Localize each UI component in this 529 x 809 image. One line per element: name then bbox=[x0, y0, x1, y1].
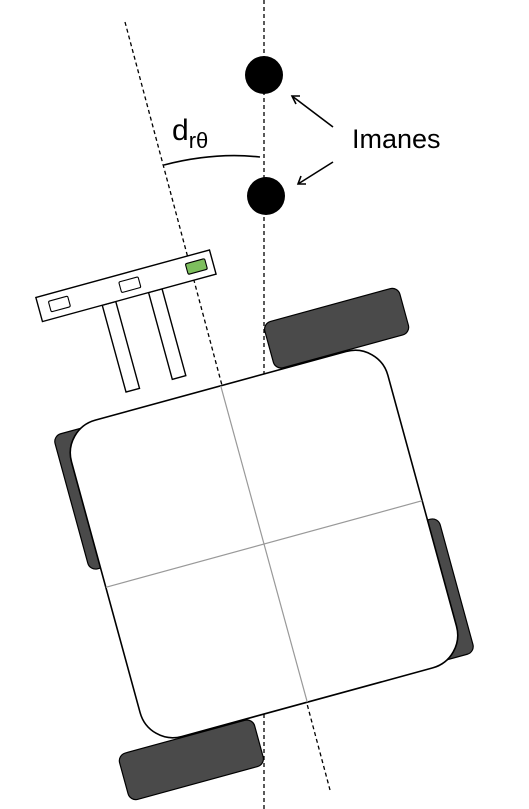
arrow-to-top-magnet bbox=[290, 95, 334, 128]
sensor-right-active bbox=[185, 258, 208, 275]
angle-label: drθ bbox=[172, 114, 208, 153]
magnets-label: Imanes bbox=[352, 124, 441, 154]
angle-label-base: d bbox=[172, 114, 189, 147]
angle-label-subscript: rθ bbox=[189, 128, 209, 153]
sensor-left bbox=[48, 295, 71, 313]
wheel-rear-left bbox=[118, 719, 264, 801]
angle-arc bbox=[163, 154, 261, 166]
sensor-struts bbox=[101, 287, 187, 393]
magnet-bottom bbox=[247, 177, 285, 215]
arrow-to-bottom-magnet bbox=[296, 161, 334, 185]
wheel-front-right bbox=[264, 287, 410, 369]
chassis-axis-vertical bbox=[220, 385, 308, 703]
magnet-top bbox=[245, 56, 283, 94]
sensor-center bbox=[118, 276, 142, 293]
robot bbox=[34, 249, 474, 801]
